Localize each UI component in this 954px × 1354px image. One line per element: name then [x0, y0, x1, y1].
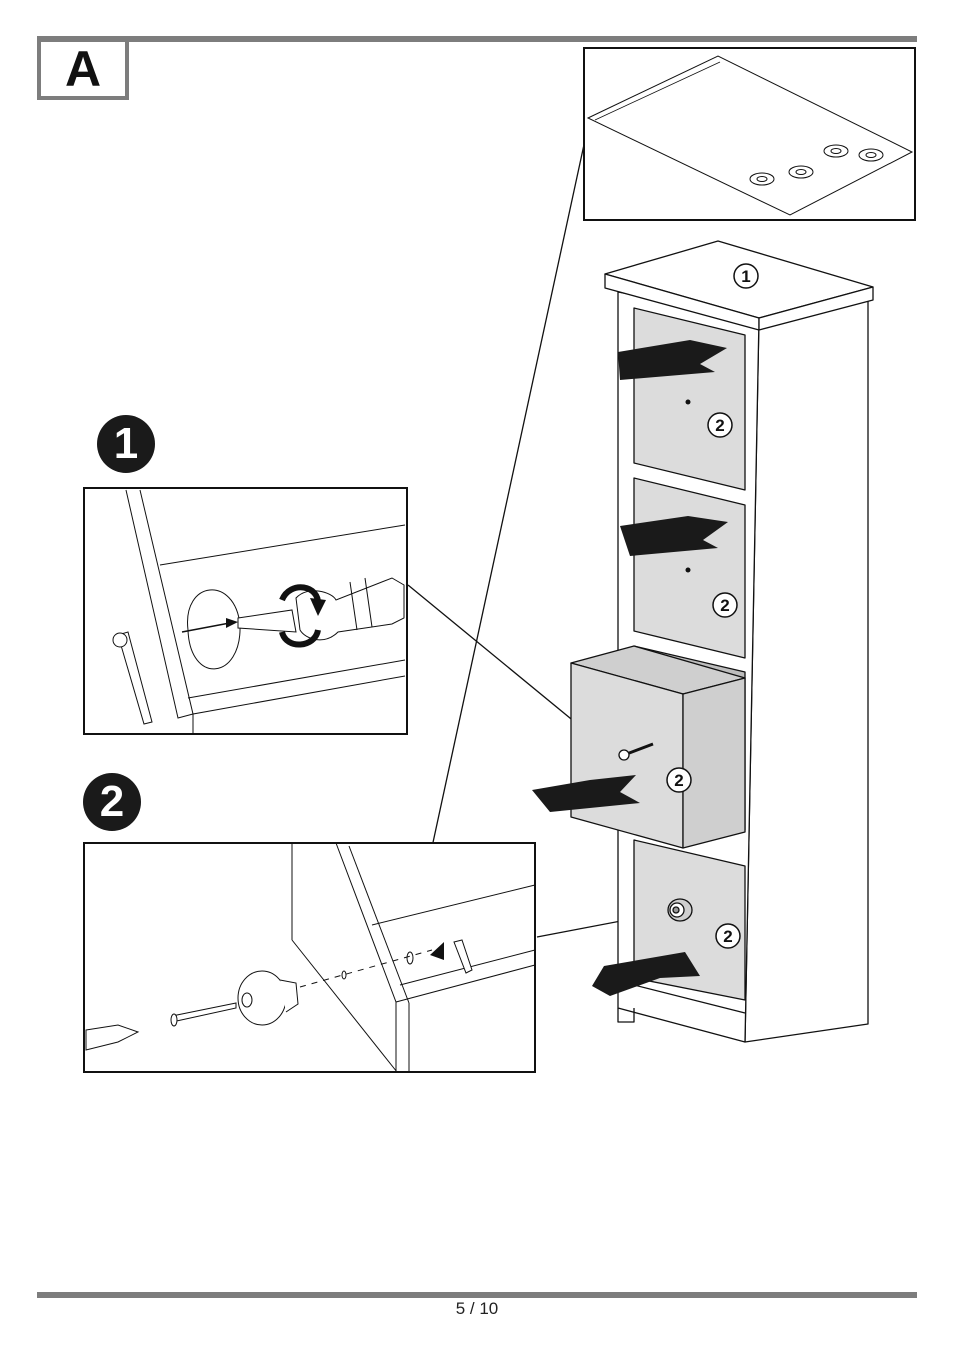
page-number: 5 / 10: [0, 1299, 954, 1319]
callout-2-label-d: 2: [723, 927, 732, 946]
callout-2-label-a: 2: [715, 416, 724, 435]
callout-2-label-c: 2: [674, 771, 683, 790]
callout-1-label: 1: [741, 267, 750, 286]
step-1-detail-inset: [84, 488, 407, 734]
top-panel-detail-inset: [584, 48, 915, 220]
step-2-badge: 2: [83, 773, 141, 831]
callout-2-label-b: 2: [720, 596, 729, 615]
leader-line-top-panel: [408, 140, 585, 958]
step-1-badge: 1: [97, 415, 155, 473]
step-2-detail-inset: [84, 843, 535, 1072]
footer-rule: [37, 1292, 917, 1298]
